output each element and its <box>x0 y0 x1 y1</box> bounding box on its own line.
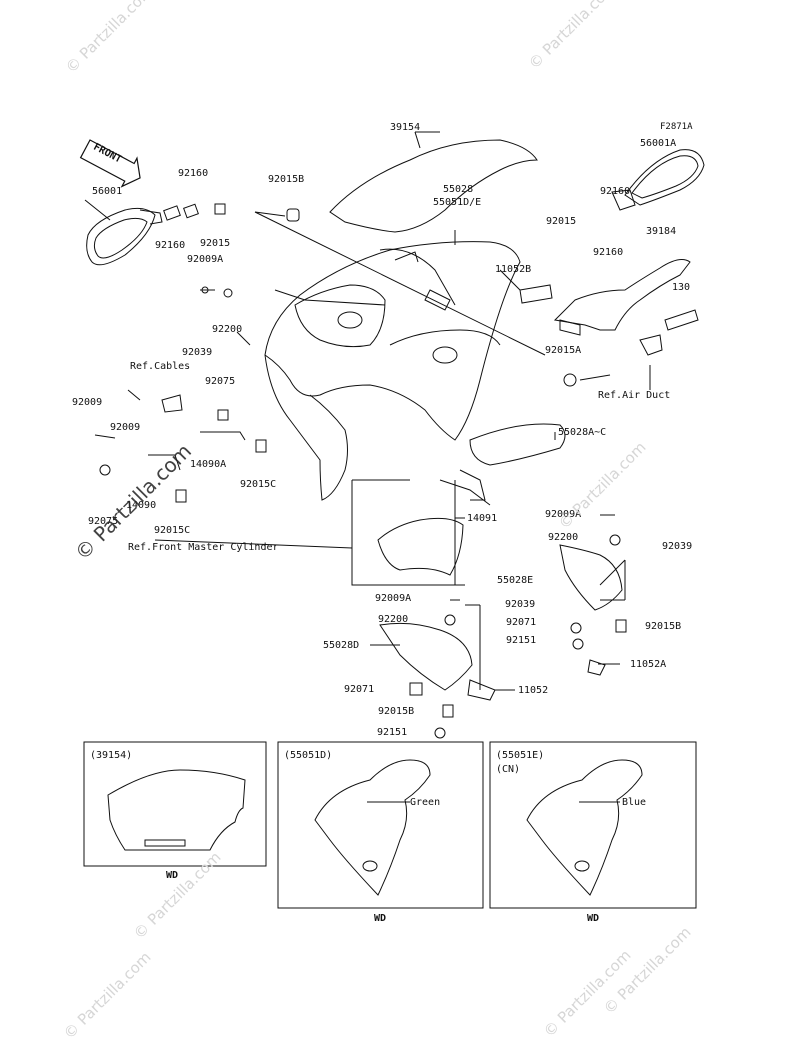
label-55028D: 55028D <box>323 640 360 651</box>
duct-part <box>469 423 566 466</box>
label-92075-a: 92075 <box>205 376 236 387</box>
label-92009A-right: 92009A <box>545 509 582 520</box>
label-11052A: 11052A <box>630 659 667 670</box>
inset-3-color-callout: Blue <box>622 797 647 808</box>
label-92015B-right: 92015B <box>645 621 682 632</box>
front-arrow-icon <box>79 139 141 188</box>
left-mirror-part <box>86 207 156 266</box>
label-55051DE: 55051D/E <box>433 197 482 208</box>
label-92071-right: 92071 <box>506 617 537 628</box>
label-56001: 56001 <box>92 186 123 197</box>
label-ref-cables: Ref.Cables <box>130 361 191 372</box>
label-55028E: 55028E <box>497 575 534 586</box>
label-92071-center: 92071 <box>344 684 375 695</box>
label-92151-center: 92151 <box>377 727 408 738</box>
inset-2-title: (55051D) <box>284 750 333 761</box>
label-92160-a: 92160 <box>178 168 209 179</box>
label-92075-b: 92075 <box>88 516 119 527</box>
label-92009A-center: 92009A <box>375 593 412 604</box>
label-39184: 39184 <box>646 226 677 237</box>
label-92009-left: 92009 <box>72 397 103 408</box>
label-92039-top: 92039 <box>182 347 213 358</box>
label-11052: 11052 <box>518 685 549 696</box>
label-92009A-top: 92009A <box>187 254 224 265</box>
inset-55051D-frame <box>277 741 484 909</box>
inner-cover-E-part <box>559 544 623 611</box>
label-92200-center: 92200 <box>378 614 409 625</box>
upper-cowl-part <box>264 241 521 441</box>
label-130: 130 <box>672 282 691 293</box>
label-92160-c: 92160 <box>600 186 631 197</box>
label-39154: 39154 <box>390 122 421 133</box>
label-ref-air-duct: Ref.Air Duct <box>598 390 671 401</box>
inner-cover-D-part <box>379 622 473 691</box>
inset-2-color-callout: Green <box>410 797 441 808</box>
label-14090A: 14090A <box>190 459 227 470</box>
label-92151-right: 92151 <box>506 635 537 646</box>
label-92015B-center: 92015B <box>378 706 415 717</box>
inset-3-title: (55051E) <box>496 750 545 761</box>
inset-1-title: (39154) <box>90 750 133 761</box>
label-92009-mid: 92009 <box>110 422 141 433</box>
inset-55051E-frame <box>489 741 697 909</box>
cover-14091-part <box>377 517 464 576</box>
label-92160-d: 92160 <box>593 247 624 258</box>
label-55028: 55028 <box>443 184 474 195</box>
cowl-bracket-part <box>553 259 691 331</box>
label-92160-b: 92160 <box>155 240 186 251</box>
label-92039-center: 92039 <box>505 599 536 610</box>
label-11052B: 11052B <box>495 264 532 275</box>
label-92015C-a: 92015C <box>240 479 277 490</box>
windscreen-part <box>329 139 538 233</box>
label-92015-b: 92015 <box>546 216 577 227</box>
inset-2-foot: WD <box>374 913 387 924</box>
label-92200-top: 92200 <box>212 324 243 335</box>
inset-windscreen-frame <box>83 741 267 867</box>
label-92015B-top: 92015B <box>268 174 305 185</box>
label-55028AC: 55028A~C <box>558 427 607 438</box>
label-14091: 14091 <box>467 513 498 524</box>
label-92200-right: 92200 <box>548 532 579 543</box>
label-ref-master-cylinder: Ref.Front Master Cylinder <box>128 542 279 553</box>
label-92015A: 92015A <box>545 345 582 356</box>
inset-3-foot: WD <box>587 913 600 924</box>
label-14090: 14090 <box>126 500 157 511</box>
label-92015-a: 92015 <box>200 238 231 249</box>
right-mirror-part <box>624 149 705 206</box>
inset-1-foot: WD <box>166 870 179 881</box>
label-92015C-b: 92015C <box>154 525 191 536</box>
figure-code: F2871A <box>660 122 693 132</box>
inset-3-subtitle: (CN) <box>496 764 521 775</box>
label-92039-right: 92039 <box>662 541 693 552</box>
label-56001A: 56001A <box>640 138 677 149</box>
